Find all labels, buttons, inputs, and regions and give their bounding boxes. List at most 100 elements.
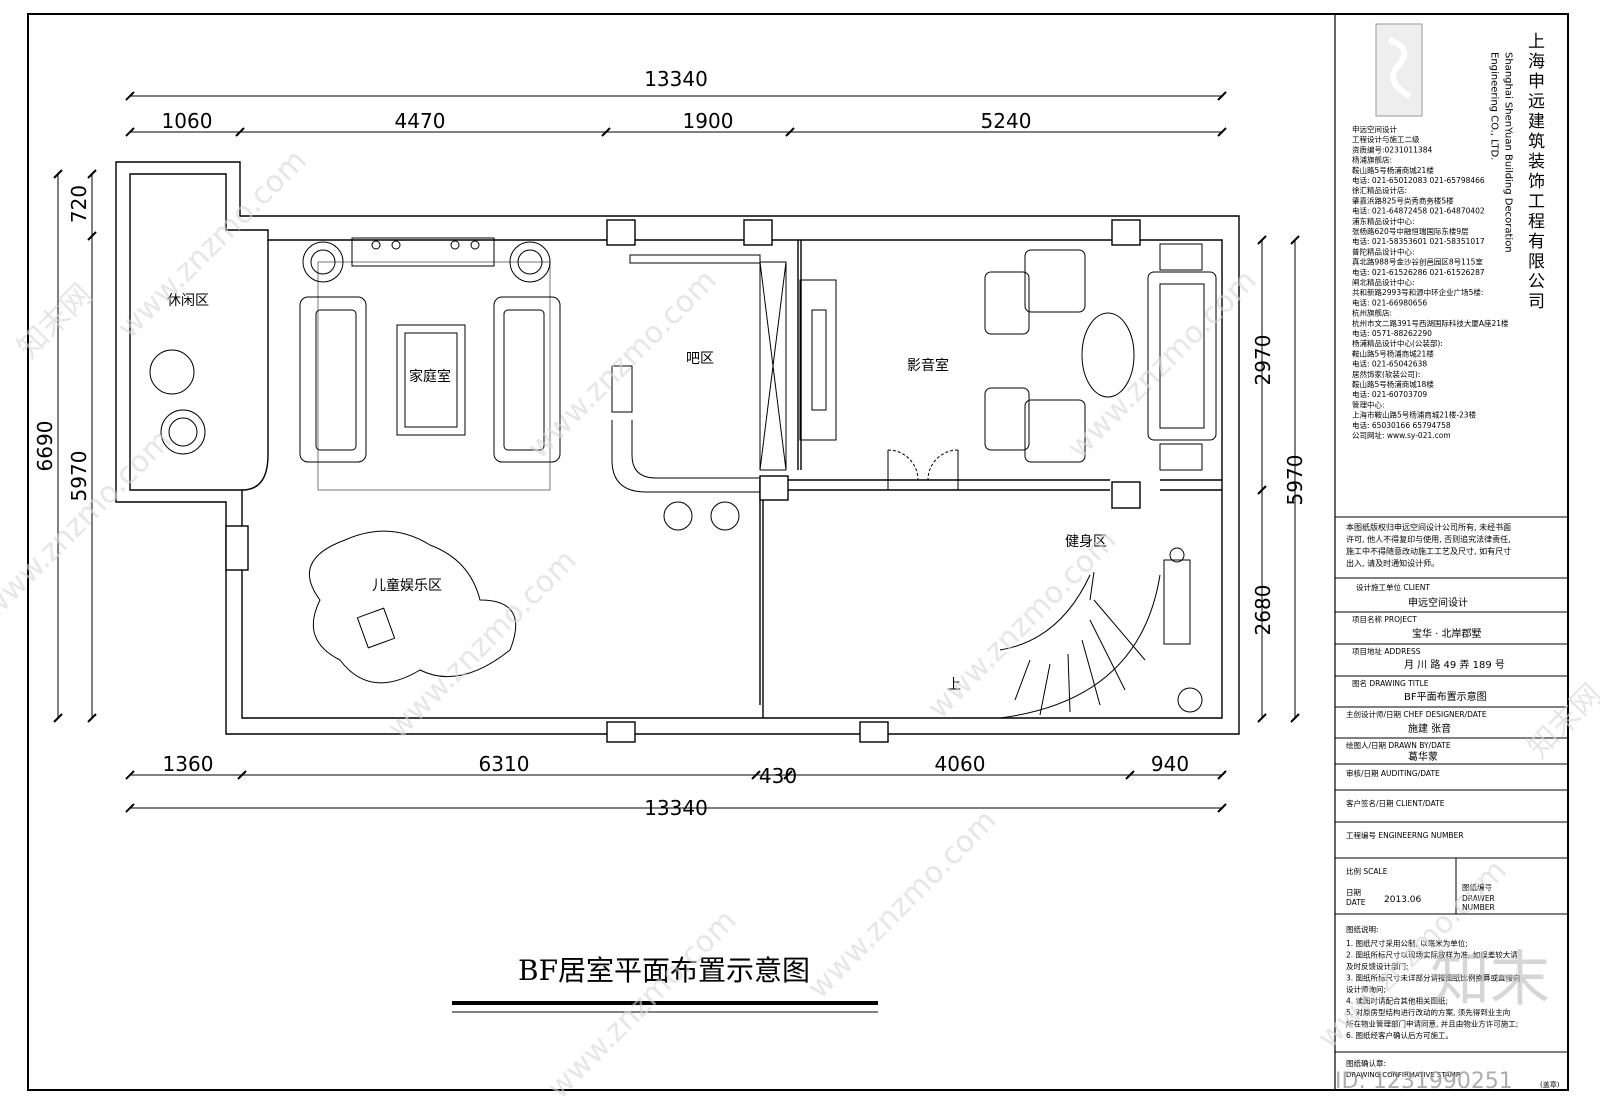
- leisure-furniture: [149, 349, 206, 455]
- note-line: 所在物业管理部门申请同意, 并且由物业方许可施工;: [1346, 1019, 1518, 1029]
- info-line: 普陀精品设计中心:: [1352, 246, 1415, 256]
- room-gym: 健身区: [1065, 534, 1107, 550]
- dimension-texts: 13340 1060 4470 1900 5240 1360 6310 430 …: [33, 67, 1307, 820]
- client-label: 设计施工单位 CLIENT: [1356, 582, 1430, 592]
- dim-bottom-3: 430: [759, 764, 797, 788]
- dim-left-bottom: 5970: [67, 451, 91, 502]
- family-room-furniture: [299, 237, 561, 491]
- dimension-lines: [57, 95, 1296, 809]
- drawing-title: BF居室平面布置示意图: [518, 954, 810, 987]
- project-value: 宝华 · 北岸郡墅: [1412, 627, 1482, 640]
- info-line: 电话: 021-65012083 021-65798466: [1352, 175, 1485, 185]
- info-line: 居然饰家(软装公司):: [1352, 369, 1420, 379]
- walls: [115, 161, 1240, 735]
- date-label-en: DATE: [1346, 898, 1366, 907]
- room-labels: 休闲区 家庭室 吧区 影音室 儿童娱乐区 健身区 上: [167, 293, 1107, 693]
- company-name-en-1: Shanghai ShenYuan Building Decoration: [1503, 52, 1514, 253]
- note-line: 2. 图纸所标尺寸以现场实际放样为准, 如误差较大请: [1346, 950, 1518, 960]
- dim-bottom-5: 940: [1151, 752, 1189, 776]
- bar-furniture: [611, 254, 787, 531]
- info-line: 杭州旗舰店:: [1352, 308, 1392, 318]
- drawer-number-en-1: DRAWER: [1462, 894, 1495, 903]
- drawing-title-value: BF平面布置示意图: [1404, 690, 1487, 703]
- info-line: 资质编号:0231011384: [1352, 144, 1432, 154]
- client-value: 申远空间设计: [1408, 596, 1468, 609]
- date-value: 2013.06: [1384, 895, 1421, 905]
- scale-label: 比例 SCALE: [1346, 866, 1388, 876]
- info-line: 杨浦旗舰店:: [1352, 155, 1392, 165]
- room-family: 家庭室: [409, 368, 451, 385]
- title-block-fields: 设计施工单位 CLIENT 申远空间设计 项目名称 PROJECT 宝华 · 北…: [1346, 582, 1560, 1089]
- stair-up-label: 上: [947, 677, 961, 693]
- room-kids: 儿童娱乐区: [372, 577, 442, 594]
- note-line: 及时反馈设计部门;: [1346, 961, 1409, 971]
- note-line: 6. 图纸经客户确认后方可施工。: [1346, 1030, 1453, 1040]
- dim-top-total: 13340: [644, 67, 708, 91]
- room-leisure: 休闲区: [167, 293, 209, 309]
- confirm-label: 图纸确认章:: [1346, 1058, 1386, 1068]
- eng-number-label: 工程编号 ENGINEERNG NUMBER: [1346, 830, 1464, 840]
- drawing-title-label: 图名 DRAWING TITLE: [1352, 678, 1429, 688]
- notes-title: 图纸说明:: [1346, 924, 1379, 934]
- info-line: 电话: 0571-88262290: [1352, 328, 1432, 338]
- dim-top-3: 1900: [683, 109, 734, 133]
- info-line: 电话: 021-61526286 021-61526287: [1352, 267, 1485, 277]
- watermark-id: ID: 1231990251: [1335, 1069, 1513, 1094]
- info-line: 上海市鞍山路5号杨浦商城21楼-23楼: [1352, 410, 1477, 420]
- watermark-brand-1: 知末网: [11, 277, 99, 365]
- designer-label: 主创设计师/日期 CHEF DESIGNER/DATE: [1346, 709, 1487, 719]
- drawer-number-label: 图纸编号: [1462, 882, 1492, 892]
- dim-bottom-1: 1360: [163, 752, 214, 776]
- info-line: 杨浦精品设计中心(公装部):: [1352, 338, 1443, 348]
- dim-bottom-total: 13340: [644, 796, 708, 820]
- dim-top-1: 1060: [162, 109, 213, 133]
- auditing-label: 审核/日期 AUDITING/DATE: [1346, 768, 1440, 778]
- copyright-line: 出入, 请及时通知设计师。: [1346, 558, 1439, 568]
- drawn-by-label: 绘图人/日期 DRAWN BY/DATE: [1346, 740, 1451, 750]
- dim-right-top: 2970: [1251, 335, 1275, 386]
- address-value: 月 川 路 49 弄 189 号: [1404, 658, 1505, 671]
- info-line: 浦东精品设计中心:: [1352, 216, 1415, 226]
- designer-value: 施建 张音: [1408, 722, 1451, 735]
- info-line: 公司网址: www.sy-021.com: [1352, 430, 1451, 440]
- company-name: 上海申远建筑装饰工程有限公司: [1524, 32, 1545, 312]
- dim-bottom-2: 6310: [479, 752, 530, 776]
- copyright-line: 施工中不得随意改动施工工艺及尺寸, 如有尺寸: [1346, 546, 1511, 556]
- info-line: 徐汇精品设计店:: [1352, 185, 1407, 195]
- note-line: 3. 图纸所标尺寸未详部分请按图纸比例换算或直接向: [1346, 973, 1521, 983]
- dimension-ticks: [53, 91, 1300, 813]
- project-label: 项目名称 PROJECT: [1352, 614, 1417, 624]
- drawing-notes: 1. 图纸尺寸采用公制, 以毫米为单位;2. 图纸所标尺寸以现场实际放样为准, …: [1346, 938, 1521, 1040]
- columns: [225, 219, 1141, 743]
- drawn-by-value: 葛华蒙: [1408, 750, 1438, 763]
- watermark-7: www.znzmo.com: [921, 523, 1124, 726]
- room-bar: 吧区: [686, 351, 714, 367]
- theatre-furniture: [799, 243, 1217, 490]
- info-line: 肇嘉浜路825号尚秀商务楼5楼: [1352, 195, 1454, 205]
- dim-left-outer: 6690: [33, 421, 57, 472]
- info-line: 工程设计与施工二级: [1352, 134, 1420, 144]
- info-line: 电话: 021-65042638: [1352, 359, 1427, 369]
- info-line: 电话: 021-58353601 021-58351017: [1352, 236, 1485, 246]
- dim-top-2: 4470: [395, 109, 446, 133]
- info-line: 杭州市文二路391号西湖国际科技大厦A座21楼: [1352, 318, 1509, 328]
- note-line: 设计师询问;: [1346, 984, 1386, 994]
- copyright-line: 许可, 他人不得复印与使用, 否则追究法律责任,: [1346, 534, 1511, 544]
- watermark-brand-2: 知末网: [1521, 677, 1600, 765]
- info-line: 电话: 021-66980656: [1352, 297, 1427, 307]
- info-line: 申远空间设计: [1352, 124, 1397, 134]
- address-label: 项目地址 ADDRESS: [1352, 646, 1421, 656]
- info-line: 张杨路620号中融恒瑞国际东楼9层: [1352, 226, 1469, 236]
- info-line: 管理中心:: [1352, 399, 1385, 409]
- info-line: 鞍山路5号杨浦商城21楼: [1352, 165, 1434, 175]
- copyright-line: 本图纸版权归申远空间设计公司所有, 未经书面: [1346, 522, 1511, 532]
- company-name-en-2: Engineering CO., LTD.: [1489, 52, 1500, 160]
- confirm-en: DRAWING CONFIRMATIVE STAMP: [1346, 1071, 1460, 1079]
- dim-right-total: 5970: [1283, 455, 1307, 506]
- info-line: 共和新路2993号和源中环企业广场5楼:: [1352, 287, 1483, 297]
- dim-right-bottom: 2680: [1251, 585, 1275, 636]
- info-line: 闸北精品设计中心:: [1352, 277, 1415, 287]
- company-info: 申远空间设计工程设计与施工二级资质编号:0231011384杨浦旗舰店:鞍山路5…: [1352, 124, 1509, 440]
